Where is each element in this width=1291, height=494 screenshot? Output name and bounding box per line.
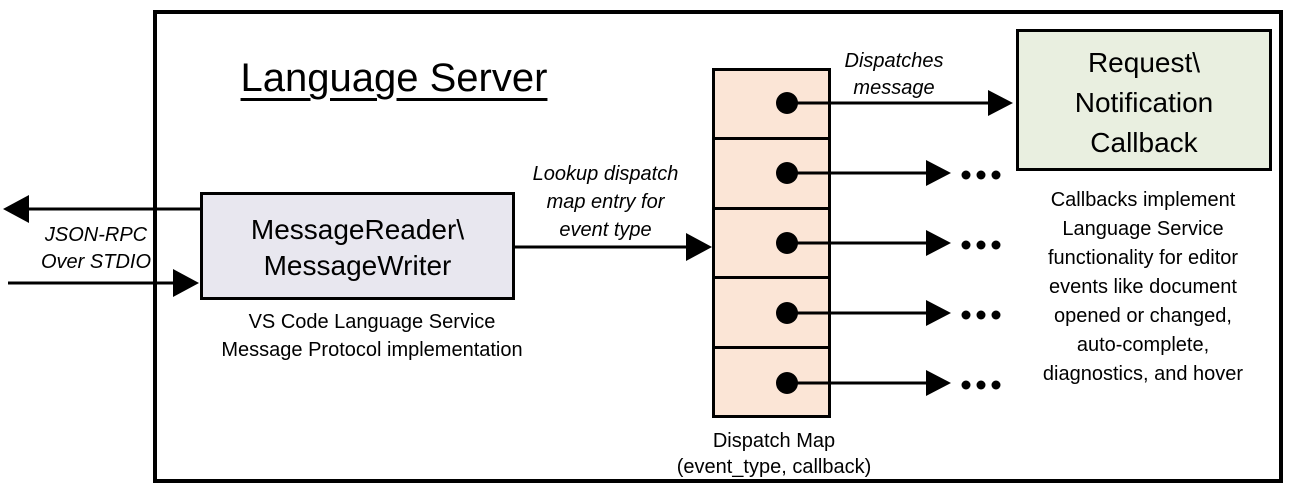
callback-box-line3: Callback [1090, 127, 1198, 158]
dispatches-label-line1: Dispatches [844, 50, 944, 72]
dispatch-map [712, 68, 831, 418]
dispatches-message-label: Dispatches message [813, 48, 975, 102]
callbacks-note-line: functionality for editor [1047, 247, 1239, 269]
dispatch-cell [715, 206, 828, 277]
language-server-frame [153, 10, 1283, 483]
request-notification-callback-box: Request\ Notification Callback [1016, 29, 1272, 171]
callbacks-note-line: auto-complete, [1076, 334, 1210, 356]
dispatch-map-caption-line1: Dispatch Map [712, 430, 836, 452]
dispatch-map-caption-line2: (event_type, callback) [676, 456, 872, 478]
dispatch-map-caption: Dispatch Map (event_type, callback) [640, 428, 908, 480]
callback-box-line2: Notification [1074, 87, 1214, 118]
jsonrpc-label-line1: JSON-RPC [44, 224, 148, 246]
callbacks-note-line: diagnostics, and hover [1042, 363, 1244, 385]
jsonrpc-label-line2: Over STDIO [40, 251, 151, 273]
message-box-caption: VS Code Language Service Message Protoco… [198, 308, 546, 364]
callbacks-note-line: events like document [1049, 276, 1237, 298]
jsonrpc-stdio-label: JSON-RPC Over STDIO [15, 222, 177, 276]
lookup-dispatch-label: Lookup dispatch map entry for event type [518, 160, 693, 244]
dispatch-cell [715, 71, 828, 138]
callbacks-note: Callbacks implement Language Service fun… [1018, 186, 1268, 389]
dispatch-cell [715, 276, 828, 346]
message-reader-writer-box: MessageReader\ MessageWriter [200, 192, 515, 300]
lookup-label-line2: map entry for [546, 191, 665, 213]
lookup-label-line3: event type [559, 219, 652, 241]
dispatch-cell [715, 345, 828, 416]
message-box-line1: MessageReader\ [250, 214, 465, 245]
callbacks-note-line: opened or changed, [1054, 305, 1232, 327]
message-box-line2: MessageWriter [263, 250, 452, 281]
callbacks-note-line: Callbacks implement [1050, 189, 1236, 211]
dispatches-label-line2: message [853, 77, 935, 99]
callback-box-line1: Request\ [1087, 47, 1201, 78]
callbacks-note-line: Language Service [1062, 218, 1224, 240]
dispatch-cell [715, 137, 828, 207]
lookup-label-line1: Lookup dispatch [532, 163, 679, 185]
message-box-caption-line1: VS Code Language Service [248, 311, 496, 333]
message-box-caption-line2: Message Protocol implementation [221, 339, 523, 361]
page-title: Language Server [240, 56, 548, 100]
